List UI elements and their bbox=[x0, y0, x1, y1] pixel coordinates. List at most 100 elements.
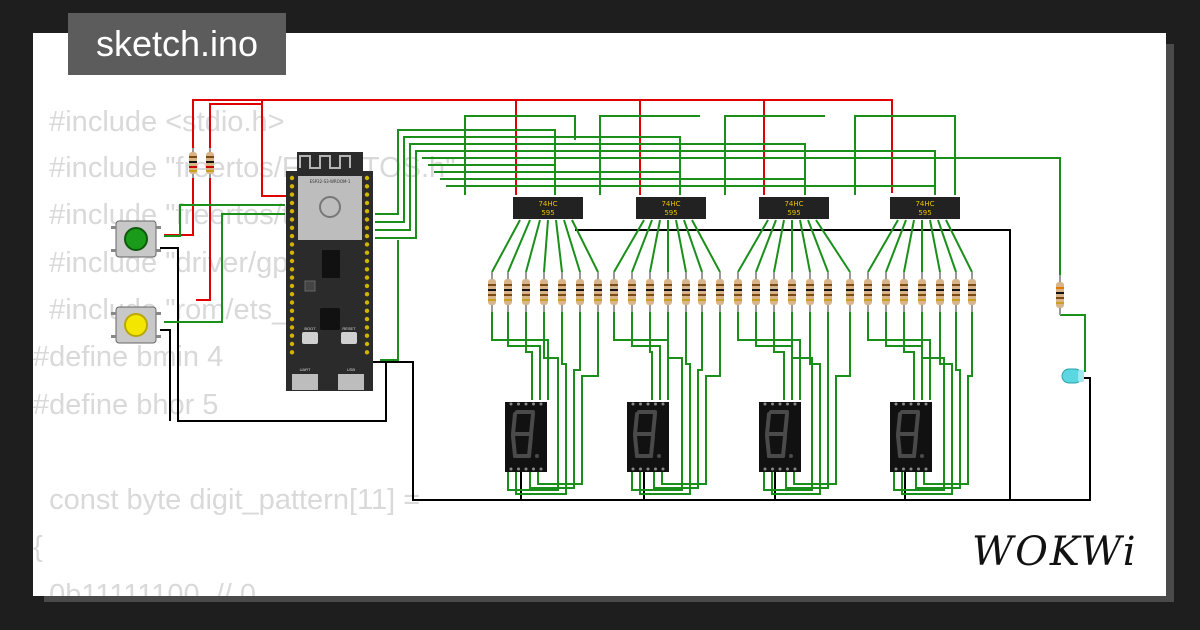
segment bbox=[649, 434, 655, 458]
code-line: #define bmin 4 bbox=[33, 341, 224, 373]
pin bbox=[364, 209, 370, 214]
segment-resistor[interactable] bbox=[540, 272, 548, 312]
code-line: #define bhor 5 bbox=[33, 389, 219, 421]
pin bbox=[917, 467, 920, 471]
pin bbox=[364, 192, 370, 197]
pin bbox=[902, 402, 905, 406]
segment-resistor[interactable] bbox=[558, 272, 566, 312]
segment bbox=[651, 412, 657, 436]
pin bbox=[631, 402, 635, 406]
pin bbox=[909, 402, 913, 406]
chip-label-bottom: 595 bbox=[787, 209, 800, 217]
pin bbox=[924, 402, 928, 406]
pin bbox=[917, 402, 920, 406]
segment-resistor[interactable] bbox=[968, 272, 976, 312]
segment-dp bbox=[657, 454, 661, 458]
pin bbox=[364, 292, 370, 297]
pin-header-right bbox=[364, 175, 370, 355]
segment-resistor[interactable] bbox=[610, 272, 618, 312]
segment-resistor[interactable] bbox=[522, 272, 530, 312]
shift-register-3[interactable]: 74HC 595 bbox=[759, 197, 829, 219]
segment-resistor[interactable] bbox=[594, 272, 602, 312]
usb-label: USB bbox=[347, 367, 356, 372]
pin bbox=[793, 467, 797, 471]
pin bbox=[364, 184, 370, 189]
seven-segment-display-3[interactable] bbox=[759, 402, 801, 472]
pin bbox=[289, 242, 295, 247]
boot-label: BOOT bbox=[304, 326, 316, 331]
esp32-board[interactable]: ESP32-S3-WROOM-1 BOOT RESET UART USB bbox=[286, 152, 373, 391]
pin bbox=[902, 467, 905, 471]
segment-resistor[interactable] bbox=[734, 272, 742, 312]
seven-segment-display-4[interactable] bbox=[890, 402, 932, 472]
segment-resistor[interactable] bbox=[824, 272, 832, 312]
chip-label-top: 74HC bbox=[784, 200, 803, 208]
segment-resistor[interactable] bbox=[770, 272, 778, 312]
segment-resistor[interactable] bbox=[646, 272, 654, 312]
segment-resistor[interactable] bbox=[952, 272, 960, 312]
led-resistor[interactable] bbox=[1056, 275, 1064, 315]
pin bbox=[532, 467, 535, 471]
segment-resistor[interactable] bbox=[864, 272, 872, 312]
pin bbox=[289, 175, 295, 181]
pin bbox=[364, 225, 370, 230]
pin bbox=[894, 467, 898, 471]
pin bbox=[289, 308, 295, 313]
shift-register-1[interactable]: 74HC 595 bbox=[513, 197, 583, 219]
seven-segment-displays[interactable] bbox=[505, 402, 932, 472]
segment-resistor[interactable] bbox=[504, 272, 512, 312]
pin bbox=[786, 467, 789, 471]
segment-resistors[interactable] bbox=[488, 272, 976, 312]
segment-resistor[interactable] bbox=[788, 272, 796, 312]
chip-label-top: 74HC bbox=[661, 200, 680, 208]
segment-resistor[interactable] bbox=[628, 272, 636, 312]
segment-resistor[interactable] bbox=[936, 272, 944, 312]
pin bbox=[289, 341, 295, 347]
pin bbox=[364, 308, 370, 313]
segment-resistor[interactable] bbox=[752, 272, 760, 312]
segment-resistor[interactable] bbox=[716, 272, 724, 312]
pin bbox=[894, 402, 898, 406]
shift-register-4[interactable]: 74HC 595 bbox=[890, 197, 960, 219]
pin bbox=[289, 184, 295, 189]
pin bbox=[793, 402, 797, 406]
segment-resistor[interactable] bbox=[900, 272, 908, 312]
board-label: ESP32-S3-WROOM-1 bbox=[310, 179, 351, 184]
seven-segment-display-1[interactable] bbox=[505, 402, 547, 472]
chip-label-top: 74HC bbox=[915, 200, 934, 208]
segment-resistor[interactable] bbox=[882, 272, 890, 312]
wokwi-logo: WOKWi bbox=[972, 529, 1138, 575]
led-cyan[interactable] bbox=[1061, 368, 1084, 384]
signal-wires bbox=[164, 115, 1086, 495]
segment bbox=[781, 434, 787, 458]
code-background: #include <stdio.h> #include "freertos/Fr… bbox=[33, 33, 1166, 596]
shift-register-2[interactable]: 74HC 595 bbox=[636, 197, 706, 219]
pin bbox=[763, 467, 767, 471]
pin bbox=[517, 402, 520, 406]
segment-resistor[interactable] bbox=[918, 272, 926, 312]
chip-label-bottom: 595 bbox=[918, 209, 931, 217]
segment bbox=[914, 412, 920, 436]
pin bbox=[778, 467, 782, 471]
pin bbox=[364, 242, 370, 247]
pin bbox=[539, 467, 543, 471]
segment-resistor[interactable] bbox=[698, 272, 706, 312]
segment-resistor[interactable] bbox=[576, 272, 584, 312]
segment bbox=[912, 434, 918, 458]
segment-resistor[interactable] bbox=[682, 272, 690, 312]
segment-resistor[interactable] bbox=[664, 272, 672, 312]
pin bbox=[532, 402, 535, 406]
segment bbox=[783, 412, 789, 436]
pushbutton-yellow[interactable] bbox=[111, 306, 161, 344]
pushbutton-green[interactable] bbox=[111, 220, 161, 258]
seven-segment-display-2[interactable] bbox=[627, 402, 669, 472]
pin bbox=[909, 467, 913, 471]
segment-resistor[interactable] bbox=[806, 272, 814, 312]
pin bbox=[771, 402, 774, 406]
code-line: const byte digit_pattern[11] = bbox=[33, 484, 421, 516]
segment-resistor[interactable] bbox=[846, 272, 854, 312]
segment-resistor[interactable] bbox=[488, 272, 496, 312]
pin bbox=[289, 258, 295, 264]
pullup-resistors[interactable] bbox=[189, 148, 214, 178]
